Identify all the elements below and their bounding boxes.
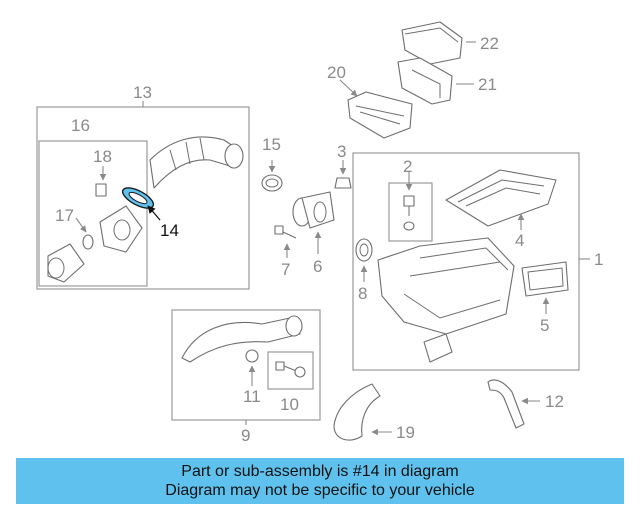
part-18-sensor bbox=[95, 166, 107, 197]
callout-2: 2 bbox=[403, 157, 412, 176]
callout-7: 7 bbox=[281, 260, 290, 279]
callout-9: 9 bbox=[241, 426, 250, 445]
callout-17: 17 bbox=[55, 206, 74, 225]
banner-line-1: Part or sub-assembly is #14 in diagram bbox=[181, 463, 459, 480]
callout-14: 14 bbox=[160, 221, 179, 240]
callout-10: 10 bbox=[280, 395, 299, 414]
callout-1: 1 bbox=[594, 250, 603, 269]
group-box-10 bbox=[267, 351, 314, 390]
part-14-seal-highlighted bbox=[121, 187, 161, 221]
part-3-grommet bbox=[334, 160, 352, 189]
callout-11: 11 bbox=[243, 387, 261, 406]
callout-6: 6 bbox=[313, 257, 322, 276]
part-6-maf-sensor bbox=[292, 191, 335, 254]
part-4-housing-cover bbox=[445, 169, 557, 230]
part-16-throttle-body bbox=[99, 205, 143, 253]
group-box-1 bbox=[352, 152, 580, 371]
part-21-air-duct bbox=[397, 57, 474, 105]
callout-3: 3 bbox=[337, 142, 346, 161]
part-7-bolt bbox=[274, 225, 297, 258]
callout-21: 21 bbox=[478, 75, 497, 94]
callout-20: 20 bbox=[327, 63, 346, 82]
part-19-duct bbox=[333, 383, 392, 441]
callout-5: 5 bbox=[540, 316, 549, 335]
part-9-intake-pipe bbox=[181, 315, 303, 363]
callout-13: 13 bbox=[133, 83, 152, 102]
group-box-16 bbox=[38, 140, 148, 287]
callout-15: 15 bbox=[262, 135, 281, 154]
banner-line-2: Diagram may not be specific to your vehi… bbox=[165, 482, 475, 499]
part-10-fastener bbox=[275, 361, 306, 378]
part-1-air-cleaner-assembly bbox=[377, 237, 515, 363]
part-17-gasket bbox=[75, 217, 94, 250]
callout-8: 8 bbox=[358, 284, 367, 303]
part-16-throttle-housing bbox=[47, 243, 85, 283]
callout-4: 4 bbox=[515, 231, 524, 250]
info-banner: Part or sub-assembly is #14 in diagram D… bbox=[16, 458, 624, 504]
parts-diagram: 1 2 3 4 5 6 7 8 9 10 11 12 13 14 15 16 1… bbox=[36, 21, 603, 445]
part-13-intake-hose bbox=[149, 136, 244, 189]
callout-12: 12 bbox=[545, 392, 564, 411]
part-12-hose bbox=[487, 379, 540, 429]
callout-18: 18 bbox=[93, 147, 112, 166]
part-20-intake-tray bbox=[339, 79, 413, 139]
part-5-filter-element bbox=[521, 261, 569, 314]
group-box-2 bbox=[388, 182, 433, 242]
part-2-screw bbox=[403, 172, 415, 231]
callout-16: 16 bbox=[71, 116, 90, 135]
callout-19: 19 bbox=[396, 423, 415, 442]
part-22-cover bbox=[401, 21, 476, 65]
part-11-bolt bbox=[245, 349, 259, 386]
part-8-gasket bbox=[355, 238, 373, 282]
part-15-clamp bbox=[261, 160, 283, 192]
callout-22: 22 bbox=[480, 34, 499, 53]
